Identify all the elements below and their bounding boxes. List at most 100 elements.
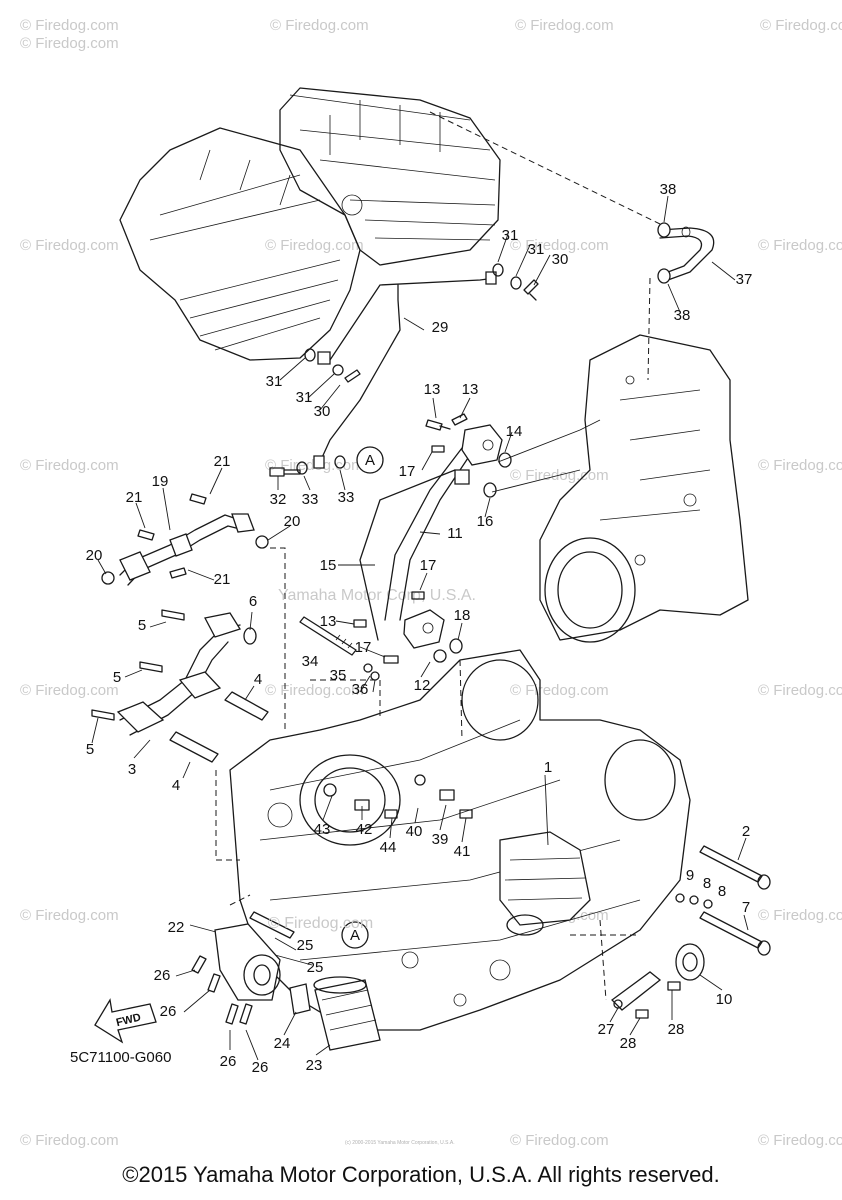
callout-label: 43 (314, 821, 331, 838)
callout-label: 9 (686, 867, 694, 884)
callout-label: 41 (454, 843, 471, 860)
watermark: © Firedog.com (758, 1132, 842, 1149)
route-line (459, 659, 463, 741)
reference-marker-upper: A (356, 446, 384, 474)
watermark: © Firedog.com (20, 35, 119, 52)
callout-label: 40 (406, 823, 423, 840)
callout-label: 15 (320, 557, 337, 574)
callout-label: 17 (420, 557, 437, 574)
callout-label: 20 (86, 547, 103, 564)
callout-label: 26 (220, 1053, 237, 1070)
callout-label: 38 (660, 181, 677, 198)
callout-label: 20 (284, 513, 301, 530)
callout-label: 11 (447, 525, 463, 542)
hose-route-line (429, 111, 661, 225)
callout-label: 31 (502, 227, 519, 244)
callout-label: 28 (620, 1035, 637, 1052)
watermark-layer: © Firedog.com © Firedog.com © Firedog.co… (20, 17, 842, 1149)
callout-label: 13 (462, 381, 479, 398)
callout-label: 5 (86, 741, 94, 758)
reference-marker-label: A (350, 927, 360, 944)
watermark: © Firedog.com (510, 237, 609, 254)
callout-label: 1 (544, 759, 552, 776)
route-line (310, 679, 381, 720)
cylinder-head-front (119, 127, 361, 361)
callout-label: 21 (214, 571, 231, 588)
watermark: © Firedog.com (510, 1132, 609, 1149)
callout-label: 21 (126, 489, 143, 506)
callout-label: 17 (399, 463, 416, 480)
callout-label: 29 (432, 319, 449, 336)
crankcase (229, 649, 691, 1031)
callout-label: 31 (528, 241, 545, 258)
route-line (229, 894, 251, 906)
center-watermark: Yamaha Motor Corp, U.S.A. (278, 587, 476, 604)
bracket (611, 971, 681, 1019)
crankcase-right-cover (539, 334, 749, 643)
watermark: © Firedog.com (758, 682, 842, 699)
reference-marker-label: A (365, 452, 375, 469)
oil-pump-assembly (91, 609, 269, 763)
oil-strainer-pipe (101, 513, 269, 586)
callout-label: 25 (297, 937, 314, 954)
callout-label: 26 (252, 1059, 269, 1076)
oil-filter-cartridge (313, 976, 381, 1051)
bolts-and-washers-upper (269, 263, 539, 477)
firedog-overlay: © Firedog.com (268, 915, 373, 932)
oil-pipe-assembly (359, 424, 503, 649)
route-line (215, 770, 240, 861)
callout-label: 30 (314, 403, 331, 420)
long-bolts-right (675, 845, 771, 956)
oil-filter-housing (499, 831, 591, 936)
callout-label: 17 (355, 639, 372, 656)
fwd-label: FWD (115, 1011, 142, 1029)
callout-label: 13 (320, 613, 337, 630)
footer-small-text: (c) 2000-2015 Yamaha Motor Corporation, … (345, 1140, 455, 1146)
watermark: © Firedog.com (265, 237, 364, 254)
callout-labels: 1 2 3 4 4 5 5 5 6 7 8 8 9 10 11 12 13 13… (86, 181, 753, 1076)
callout-label: 34 (302, 653, 319, 670)
callout-label: 32 (270, 491, 287, 508)
callout-label: 21 (214, 453, 231, 470)
watermark: © Firedog.com (515, 17, 614, 34)
watermark: © Firedog.com (760, 17, 842, 34)
callout-label: 26 (154, 967, 171, 984)
callout-label: 23 (306, 1057, 323, 1074)
callout-label: 38 (674, 307, 691, 324)
watermark: © Firedog.com (20, 907, 119, 924)
oil-cooler (214, 911, 295, 1001)
callout-label: 3 (128, 761, 136, 778)
route-line (270, 547, 286, 730)
union-bolt (289, 983, 311, 1015)
callout-label: 33 (338, 489, 355, 506)
callout-label: 5 (138, 617, 146, 634)
watermark: © Firedog.com (758, 907, 842, 924)
watermark: © Firedog.com (270, 17, 369, 34)
watermark: © Firedog.com (20, 457, 119, 474)
watermark: © Firedog.com (758, 457, 842, 474)
callout-label: 36 (352, 681, 369, 698)
callout-label: 19 (152, 473, 169, 490)
bolts-left (137, 493, 207, 579)
watermark: © Firedog.com (20, 682, 119, 699)
callout-label: 27 (598, 1021, 615, 1038)
reference-marker-lower: A (341, 921, 369, 949)
watermark: © Firedog.com (758, 237, 842, 254)
callout-label: 30 (552, 251, 569, 268)
callout-label: 4 (254, 671, 262, 688)
oil-delivery-pipe (313, 271, 497, 469)
watermark: © Firedog.com (20, 1132, 119, 1149)
callout-label: 31 (266, 373, 283, 390)
callout-label: 37 (736, 271, 753, 288)
callout-label: 13 (424, 381, 441, 398)
callout-label: 14 (506, 423, 523, 440)
callout-label: 5 (113, 669, 121, 686)
drain-cover (675, 943, 705, 981)
forward-arrow-icon: FWD (94, 998, 157, 1044)
callout-label: 24 (274, 1035, 291, 1052)
leader-lines (91, 195, 749, 1061)
callout-label: 8 (718, 883, 726, 900)
callout-label: 22 (168, 919, 185, 936)
callout-label: 44 (380, 839, 397, 856)
